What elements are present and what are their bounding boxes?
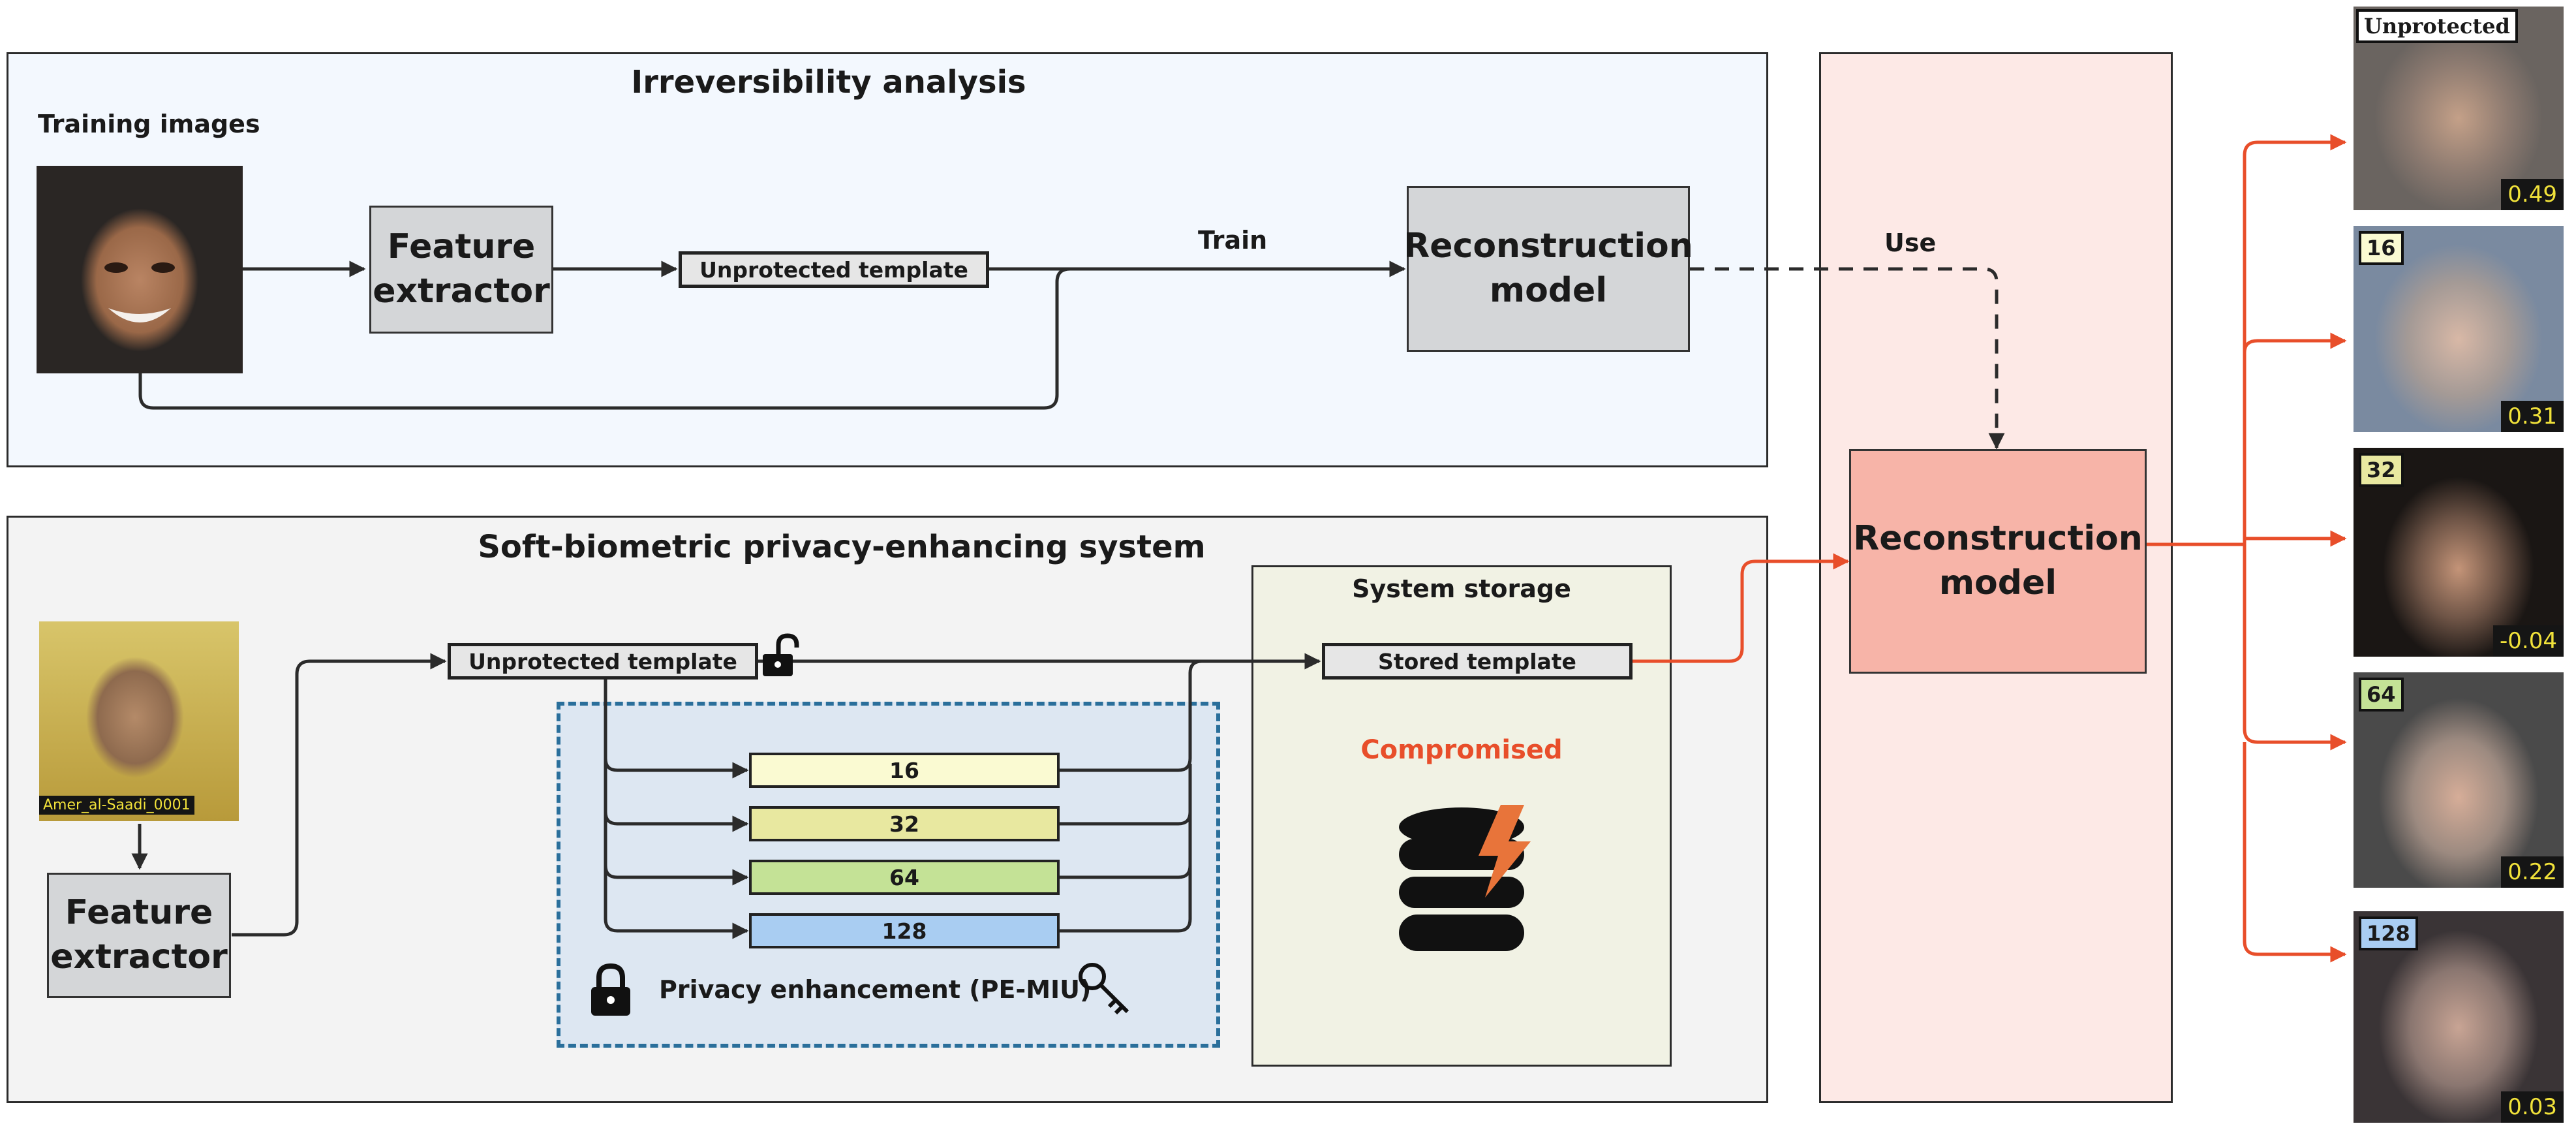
pe-branch-trunk bbox=[604, 679, 618, 933]
arrow-pe-32 bbox=[604, 811, 749, 832]
result-score-32: -0.04 bbox=[2493, 625, 2564, 657]
pe-level-16: 16 bbox=[749, 753, 1060, 788]
result-score-16: 0.31 bbox=[2501, 401, 2564, 432]
privacy-enhancement-label: Privacy enhancement (PE-MIU) bbox=[659, 975, 1092, 1004]
privacy-system-title: Soft-biometric privacy-enhancing system bbox=[478, 529, 1206, 565]
arrow-use bbox=[1690, 267, 2005, 450]
arrow-result-4 bbox=[2243, 742, 2347, 963]
irreversibility-title: Irreversibility analysis bbox=[631, 64, 1026, 101]
pe-merge-16 bbox=[1060, 659, 1203, 772]
subject-face-image: Amer_al-Saadi_0001 bbox=[39, 621, 239, 821]
unprotected-template-top: Unprotected template bbox=[679, 251, 989, 288]
pe-merge-128 bbox=[1060, 764, 1192, 933]
arrow-result-1 bbox=[2243, 332, 2347, 353]
result-tag-16: 16 bbox=[2359, 231, 2404, 265]
key-icon bbox=[1075, 960, 1134, 1022]
compromised-database-icon bbox=[1396, 800, 1553, 956]
use-label: Use bbox=[1884, 228, 1937, 257]
result-face-64: 64 0.22 bbox=[2354, 672, 2564, 888]
result-tag-32: 32 bbox=[2359, 453, 2404, 487]
training-face-image bbox=[37, 166, 243, 373]
subject-caption: Amer_al-Saadi_0001 bbox=[39, 796, 194, 815]
result-face-16: 16 0.31 bbox=[2354, 226, 2564, 432]
result-face-unprotected: Unprotected 0.49 bbox=[2354, 7, 2564, 210]
training-images-label: Training images bbox=[38, 110, 260, 138]
arrow-result-0 bbox=[2243, 134, 2347, 544]
arrow-pe-64 bbox=[604, 865, 749, 886]
arrow-image-skip bbox=[138, 267, 1071, 410]
result-tag-unprotected: Unprotected bbox=[2356, 9, 2518, 43]
train-label: Train bbox=[1198, 226, 1268, 255]
locked-padlock-icon bbox=[587, 961, 634, 1020]
result-tag-64: 64 bbox=[2359, 678, 2404, 712]
feature-extractor-bottom: Feature extractor bbox=[47, 873, 231, 998]
arrow-leak-to-reconstruction bbox=[1633, 553, 1850, 663]
pe-level-128: 128 bbox=[749, 913, 1060, 948]
pe-merge-64 bbox=[1060, 865, 1192, 879]
result-score-64: 0.22 bbox=[2501, 856, 2564, 888]
result-face-128: 128 0.03 bbox=[2354, 911, 2564, 1123]
smile-icon bbox=[104, 262, 175, 322]
result-score-unprotected: 0.49 bbox=[2501, 179, 2564, 210]
compromised-label: Compromised bbox=[1360, 735, 1563, 765]
result-face-32: 32 -0.04 bbox=[2354, 448, 2564, 657]
stored-template: Stored template bbox=[1322, 643, 1633, 680]
unprotected-template-bottom: Unprotected template bbox=[448, 643, 758, 680]
pe-level-32: 32 bbox=[749, 806, 1060, 841]
result-score-128: 0.03 bbox=[2501, 1091, 2564, 1123]
reconstruction-model-attack: Reconstruction model bbox=[1849, 449, 2147, 674]
lightning-icon bbox=[1479, 805, 1531, 898]
arrow-extractor-to-template-bottom bbox=[232, 653, 447, 937]
result-tag-128: 128 bbox=[2359, 916, 2418, 950]
arrow-pe-16 bbox=[604, 758, 749, 779]
pe-level-64: 64 bbox=[749, 860, 1060, 895]
reconstruction-model-top: Reconstruction model bbox=[1403, 186, 1693, 352]
pe-merge-32 bbox=[1060, 811, 1192, 826]
system-storage-title: System storage bbox=[1352, 574, 1571, 603]
unlocked-padlock-icon bbox=[759, 632, 803, 678]
feature-extractor-top: Feature extractor bbox=[369, 206, 553, 334]
arrow-result-3 bbox=[2243, 544, 2347, 751]
